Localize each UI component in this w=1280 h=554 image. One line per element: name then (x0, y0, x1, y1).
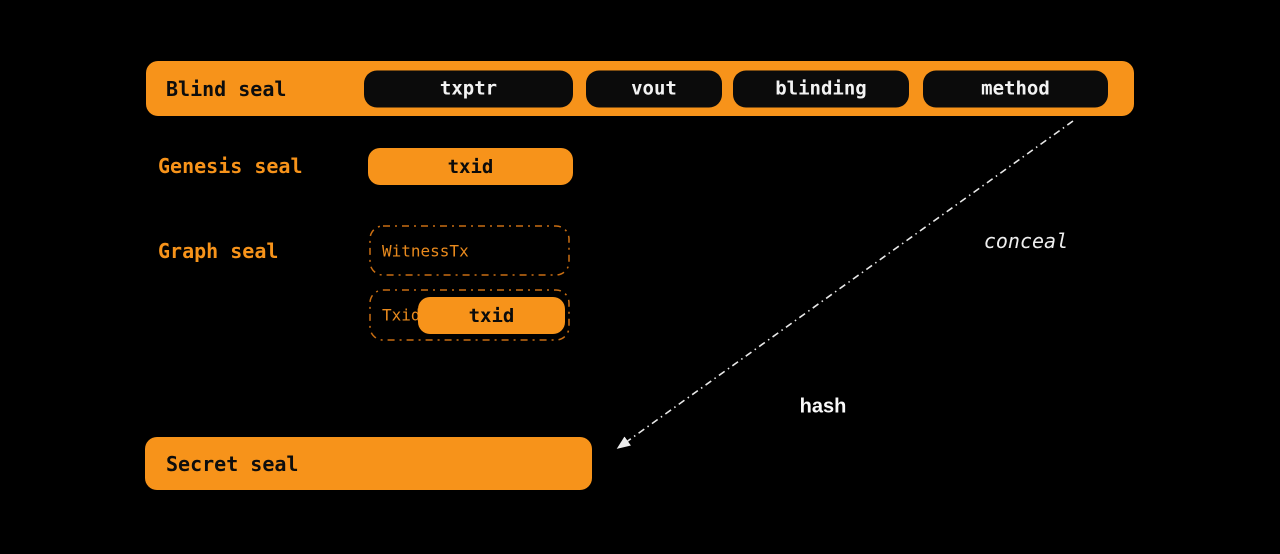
secret-seal-label: Secret seal (166, 451, 299, 476)
field-pill-blinding: blinding (733, 70, 909, 107)
witness-tx-box: WitnessTx (369, 225, 570, 276)
hash-label: hash (799, 395, 847, 418)
blind-seal-label: Blind seal (166, 76, 287, 101)
genesis-txid-pill: txid (368, 148, 573, 185)
witness-tx-label: WitnessTx (382, 241, 469, 260)
graph-txid-pill: txid (418, 297, 565, 334)
field-pill-vout: vout (586, 70, 722, 107)
field-pill-method: method (923, 70, 1108, 107)
blind-seal-bar: Blind seal txptr vout blinding method (146, 61, 1134, 116)
conceal-label: conceal (983, 229, 1069, 253)
field-pill-txptr: txptr (364, 70, 573, 107)
dashed-border (369, 225, 570, 276)
secret-seal-bar: Secret seal (145, 437, 592, 490)
genesis-seal-label: Genesis seal (158, 154, 303, 178)
txid-box-label: Txid (382, 305, 421, 325)
txid-box: Txid txid (369, 289, 570, 341)
dashed-border (369, 289, 570, 341)
graph-seal-label: Graph seal (158, 239, 279, 263)
